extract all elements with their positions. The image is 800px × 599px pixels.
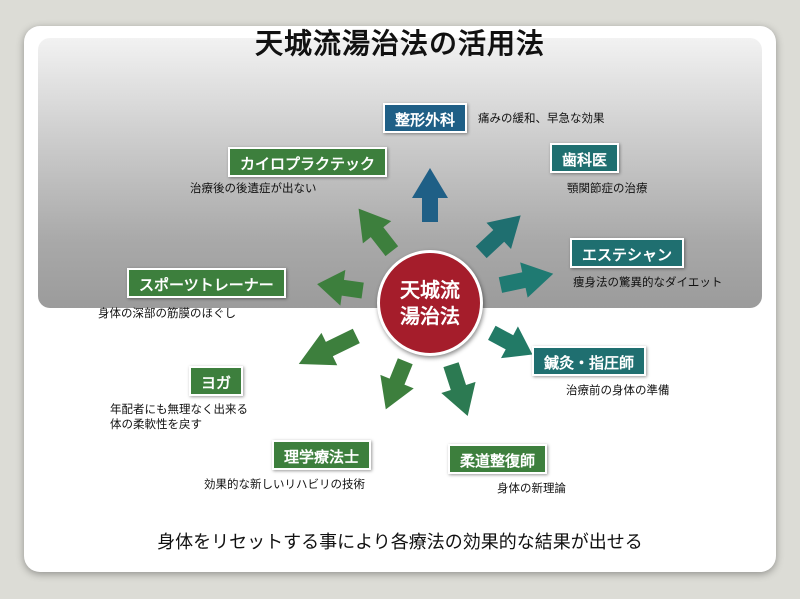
desc-orthopedics: 痛みの緩和、早急な効果 — [478, 111, 605, 125]
center-node: 天城流 湯治法 — [377, 250, 483, 356]
node-yoga: ヨガ — [189, 366, 244, 396]
node-acupuncture: 鍼灸・指圧師 — [532, 346, 647, 376]
node-physiotherapist: 理学療法士 — [272, 440, 372, 470]
node-esthetician: エステシャン — [570, 238, 685, 268]
desc-physiotherapist: 効果的な新しいリハビリの技術 — [204, 477, 365, 491]
arrow-esthetician — [498, 262, 554, 298]
desc-sports-trainer: 身体の深部の筋膜のほぐし — [98, 306, 236, 320]
desc-yoga-line1: 年配者にも無理なく出来る — [110, 402, 248, 416]
node-chiropractic: カイロプラクテック — [228, 147, 388, 177]
desc-chiropractic: 治療後の後遺症が出ない — [190, 181, 317, 195]
center-line-1: 天城流 — [400, 278, 460, 302]
arrow-sports-trainer — [317, 269, 364, 306]
node-sports-trainer: スポーツトレーナー — [127, 268, 286, 298]
desc-yoga-line2: 体の柔軟性を戻す — [110, 417, 202, 431]
arrow-chiropractic — [358, 208, 399, 257]
desc-acupuncture: 治療前の身体の準備 — [566, 383, 670, 397]
arrow-orthopedics — [412, 168, 448, 222]
arrow-yoga — [298, 328, 360, 366]
desc-dentistry: 顎関節症の治療 — [567, 181, 648, 195]
arrow-physiotherapist — [380, 358, 414, 410]
node-dentistry: 歯科医 — [550, 143, 620, 173]
node-orthopedics: 整形外科 — [383, 103, 468, 133]
node-judo-therapist: 柔道整復師 — [448, 444, 548, 474]
arrow-judo-therapist — [441, 362, 476, 417]
diagram-title: 天城流湯治法の活用法 — [254, 27, 545, 60]
arrow-acupuncture — [488, 325, 533, 359]
center-line-2: 湯治法 — [400, 304, 460, 328]
desc-esthetician: 痩身法の驚異的なダイエット — [573, 275, 723, 289]
arrow-dentistry — [475, 215, 521, 259]
desc-judo-therapist: 身体の新理論 — [497, 481, 566, 495]
footer-caption: 身体をリセットする事により各療法の効果的な結果が出せる — [157, 532, 643, 553]
